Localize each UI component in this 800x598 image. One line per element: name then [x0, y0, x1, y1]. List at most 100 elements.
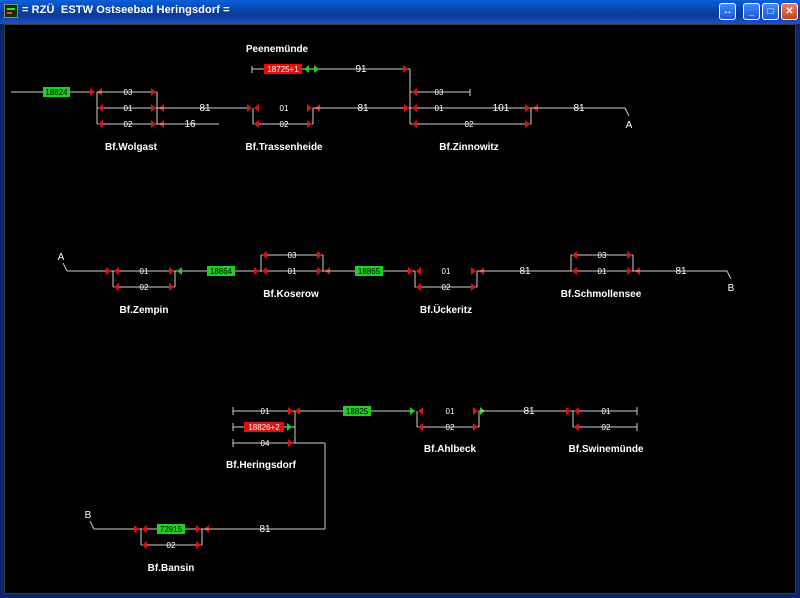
signal-icon[interactable] [627, 251, 632, 259]
train-18824[interactable] [43, 87, 70, 97]
signal-icon[interactable] [262, 267, 267, 275]
train-18826[interactable] [244, 422, 284, 432]
signal-icon[interactable] [90, 88, 95, 96]
track-segment [89, 520, 95, 530]
signal-icon[interactable] [151, 88, 156, 96]
track-label: 02 [465, 120, 474, 129]
close-button[interactable]: ✕ [781, 3, 798, 20]
track-segment [62, 262, 68, 272]
signal-icon[interactable] [295, 407, 300, 415]
track-segment [726, 270, 732, 280]
window-title: = RZÜ ESTW Ostseebad Heringsdorf = [22, 4, 230, 16]
track-label: 02 [167, 541, 176, 550]
signal-icon[interactable] [412, 120, 417, 128]
signal-icon[interactable] [418, 407, 423, 415]
track-diagram: 18824 03 01 02 Bf.Wolgast [11, 44, 735, 574]
connector-b-end: B [728, 283, 735, 294]
signal-icon[interactable] [106, 267, 111, 275]
signal-icon[interactable] [142, 525, 147, 533]
signal-icon[interactable] [114, 267, 119, 275]
train-18824-label: 18824 [45, 88, 68, 97]
track-label: 03 [288, 251, 297, 260]
signal-icon[interactable] [288, 439, 293, 447]
signal-icon[interactable] [114, 283, 119, 291]
signal-icon[interactable] [471, 283, 476, 291]
signal-icon[interactable] [304, 65, 309, 73]
signal-icon[interactable] [412, 104, 417, 112]
track-label: 01 [280, 104, 289, 113]
track-label: 01 [435, 104, 444, 113]
station-label-ahlbeck: Bf.Ahlbeck [424, 444, 477, 455]
signal-icon[interactable] [307, 104, 312, 112]
signal-icon[interactable] [566, 407, 571, 415]
signal-icon[interactable] [169, 283, 174, 291]
signal-icon[interactable] [317, 251, 322, 259]
track-label: 02 [602, 423, 611, 432]
signal-icon[interactable] [408, 267, 413, 275]
signal-icon[interactable] [525, 104, 530, 112]
signal-icon[interactable] [572, 251, 577, 259]
signal-icon[interactable] [410, 407, 415, 415]
signal-icon[interactable] [473, 407, 478, 415]
signal-icon[interactable] [307, 120, 312, 128]
train-18825[interactable] [343, 406, 371, 416]
station-label-peenemuende: Peenemünde [246, 44, 309, 55]
track-label: 01 [261, 407, 270, 416]
signal-icon[interactable] [98, 120, 103, 128]
signal-icon[interactable] [169, 267, 174, 275]
signal-icon[interactable] [196, 541, 201, 549]
signal-icon[interactable] [412, 88, 417, 96]
train-18725-label: 18725+1 [267, 65, 299, 74]
signal-icon[interactable] [288, 407, 293, 415]
signal-icon[interactable] [287, 423, 292, 431]
track-label: 01 [442, 267, 451, 276]
signal-icon[interactable] [177, 267, 182, 275]
signal-icon[interactable] [574, 407, 579, 415]
signal-icon[interactable] [254, 120, 259, 128]
track-label: 02 [140, 283, 149, 292]
signal-icon[interactable] [418, 423, 423, 431]
signal-icon[interactable] [572, 267, 577, 275]
signal-icon[interactable] [404, 104, 409, 112]
signal-icon[interactable] [574, 423, 579, 431]
signal-icon[interactable] [525, 120, 530, 128]
train-72915-label: 72915 [160, 525, 183, 534]
signal-icon[interactable] [416, 283, 421, 291]
signal-icon[interactable] [416, 267, 421, 275]
signal-icon[interactable] [151, 104, 156, 112]
train-18865[interactable] [355, 266, 383, 276]
minimize-button[interactable]: _ [743, 3, 760, 20]
resize-arrows-button[interactable]: ↔ [719, 3, 736, 20]
signal-icon[interactable] [254, 267, 259, 275]
signal-icon[interactable] [247, 104, 252, 112]
signal-icon[interactable] [471, 267, 476, 275]
app-icon[interactable] [4, 4, 18, 18]
track-label: 02 [446, 423, 455, 432]
signal-icon[interactable] [98, 104, 103, 112]
signal-icon[interactable] [134, 525, 139, 533]
title-bar[interactable]: = RZÜ ESTW Ostseebad Heringsdorf = ↔ _ □… [0, 0, 800, 25]
signal-icon[interactable] [403, 65, 408, 73]
signal-icon[interactable] [314, 65, 319, 73]
track-label: 16 [184, 119, 196, 130]
track-label: 04 [261, 439, 270, 448]
signal-icon[interactable] [627, 267, 632, 275]
signal-icon[interactable] [254, 104, 259, 112]
maximize-button[interactable]: □ [762, 3, 779, 20]
train-18826-label: 18826+2 [248, 423, 280, 432]
track-label: 81 [523, 406, 535, 417]
train-18864[interactable] [207, 266, 235, 276]
signal-icon[interactable] [142, 541, 147, 549]
signal-icon[interactable] [151, 120, 156, 128]
train-18865-label: 18865 [358, 267, 381, 276]
train-18725[interactable] [264, 64, 302, 74]
train-72915[interactable] [157, 524, 185, 534]
signal-icon[interactable] [317, 267, 322, 275]
connector-b-start: B [85, 510, 92, 521]
signal-icon[interactable] [196, 525, 201, 533]
signal-icon[interactable] [262, 251, 267, 259]
track-label: 01 [602, 407, 611, 416]
station-label-zinnowitz: Bf.Zinnowitz [439, 142, 498, 153]
signal-icon[interactable] [473, 423, 478, 431]
train-18825-label: 18825 [346, 407, 369, 416]
